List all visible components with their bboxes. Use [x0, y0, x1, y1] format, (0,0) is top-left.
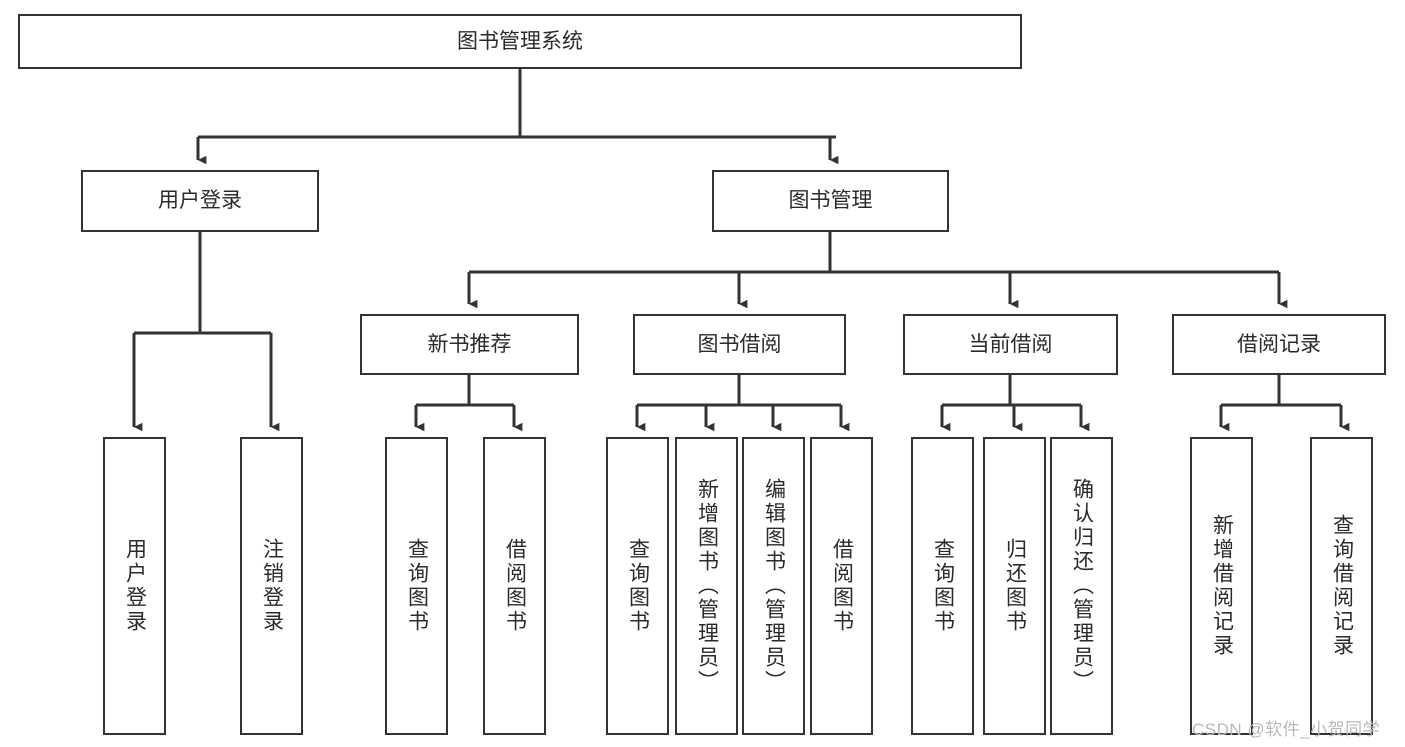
- node-new-book-rec[interactable]: 新书推荐: [360, 314, 579, 375]
- node-book-borrow-label: 图书借阅: [697, 332, 782, 356]
- node-leaf-logout[interactable]: 注销登录: [240, 437, 303, 735]
- node-user-login[interactable]: 用户登录: [81, 170, 319, 232]
- node-leaf-query-book-2-label: 查询图书: [626, 538, 650, 634]
- node-leaf-edit-book-label: 编辑图书（管理员）: [762, 478, 786, 694]
- node-leaf-confirm-return[interactable]: 确认归还（管理员）: [1050, 437, 1113, 735]
- node-leaf-query-record[interactable]: 查询借阅记录: [1310, 437, 1373, 735]
- node-leaf-user-login[interactable]: 用户登录: [103, 437, 166, 735]
- node-leaf-add-book-label: 新增图书（管理员）: [695, 478, 719, 694]
- node-leaf-borrow-book-1-label: 借阅图书: [503, 538, 527, 634]
- node-leaf-add-record-label: 新增借阅记录: [1210, 514, 1234, 658]
- node-leaf-query-book-2[interactable]: 查询图书: [606, 437, 669, 735]
- node-leaf-edit-book[interactable]: 编辑图书（管理员）: [742, 437, 805, 735]
- node-leaf-add-book[interactable]: 新增图书（管理员）: [675, 437, 738, 735]
- node-current-borrow-label: 当前借阅: [968, 332, 1053, 356]
- node-leaf-add-record[interactable]: 新增借阅记录: [1190, 437, 1253, 735]
- node-leaf-query-book-3-label: 查询图书: [931, 538, 955, 634]
- node-leaf-logout-label: 注销登录: [260, 538, 284, 634]
- node-book-manage[interactable]: 图书管理: [712, 170, 949, 232]
- node-current-borrow[interactable]: 当前借阅: [903, 314, 1118, 375]
- node-leaf-user-login-label: 用户登录: [123, 538, 147, 634]
- node-borrow-record-label: 借阅记录: [1237, 332, 1321, 356]
- node-root-label: 图书管理系统: [457, 29, 583, 53]
- node-user-login-label: 用户登录: [158, 189, 242, 213]
- node-book-manage-label: 图书管理: [788, 189, 873, 213]
- node-new-book-rec-label: 新书推荐: [427, 332, 512, 356]
- node-borrow-record[interactable]: 借阅记录: [1172, 314, 1386, 375]
- node-leaf-query-record-label: 查询借阅记录: [1330, 514, 1354, 658]
- node-leaf-query-book-3[interactable]: 查询图书: [911, 437, 974, 735]
- node-leaf-borrow-book-1[interactable]: 借阅图书: [483, 437, 546, 735]
- node-leaf-return-book[interactable]: 归还图书: [983, 437, 1046, 735]
- node-leaf-confirm-return-label: 确认归还（管理员）: [1070, 478, 1094, 694]
- csdn-watermark: CSDN @软件_小贺同学: [1192, 720, 1381, 739]
- node-book-borrow[interactable]: 图书借阅: [633, 314, 846, 375]
- node-root[interactable]: 图书管理系统: [18, 14, 1022, 69]
- node-leaf-return-book-label: 归还图书: [1003, 538, 1027, 634]
- node-leaf-borrow-book-2-label: 借阅图书: [830, 538, 854, 634]
- node-leaf-query-book-1[interactable]: 查询图书: [385, 437, 448, 735]
- node-leaf-borrow-book-2[interactable]: 借阅图书: [810, 437, 873, 735]
- node-leaf-query-book-1-label: 查询图书: [405, 538, 429, 634]
